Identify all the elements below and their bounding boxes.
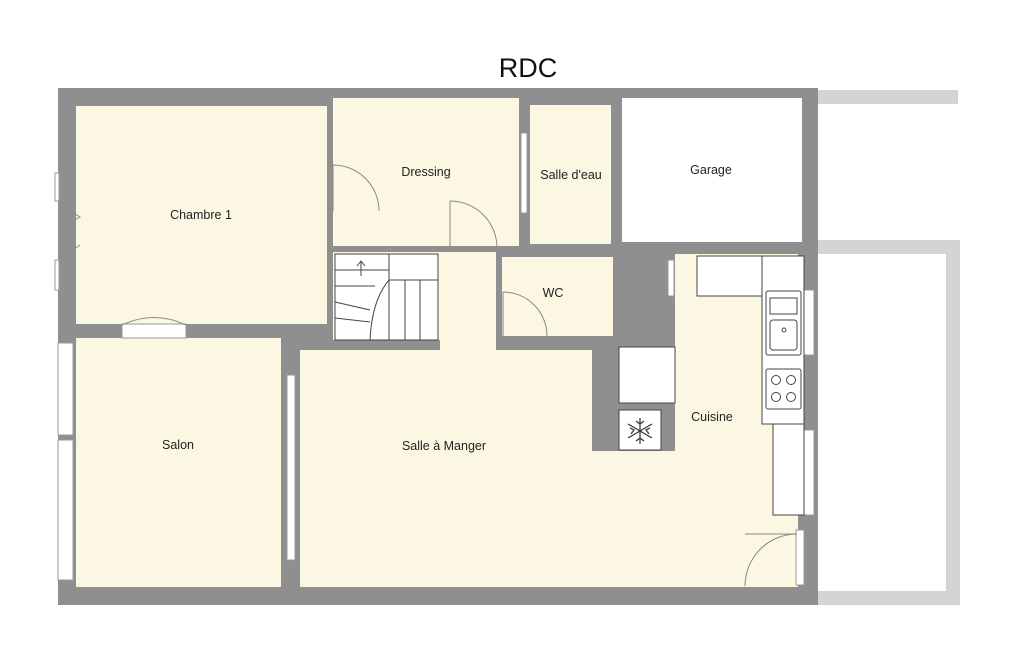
counter-top — [696, 255, 763, 297]
counter-right-lower — [772, 423, 805, 516]
windows — [54, 132, 815, 586]
window-cuisine-right-bottom — [803, 429, 815, 516]
window-salle-deau — [520, 132, 528, 214]
floor-wc — [502, 257, 613, 336]
label-salle-deau: Salle d'eau — [540, 168, 602, 182]
door-swings — [59, 164, 798, 587]
room-labels: Chambre 1 Dressing Salle d'eau Garage WC… — [162, 163, 733, 453]
floor-garage — [622, 98, 802, 242]
window-salon-bottom — [57, 439, 74, 581]
window-cuisine-left — [667, 259, 675, 297]
sink-icon — [765, 290, 802, 356]
door-salon-sam — [286, 374, 296, 561]
fridge — [618, 346, 676, 404]
label-dressing: Dressing — [401, 165, 450, 179]
snowflake-icon — [627, 418, 653, 444]
label-salon: Salon — [162, 438, 194, 452]
stairs-outline — [334, 253, 439, 341]
plan-title: RDC — [499, 53, 558, 83]
stairs-arrow — [356, 260, 366, 276]
label-wc: WC — [543, 286, 564, 300]
window-cuisine-right-top — [803, 289, 815, 356]
outdoor-walls — [808, 90, 960, 605]
floor-chambre1 — [76, 106, 327, 324]
floor-hall-strip — [440, 252, 496, 350]
floor-dressing — [333, 98, 519, 246]
staircase — [334, 253, 439, 341]
floor-salle-deau — [530, 105, 611, 244]
floor-salle-a-manger — [300, 350, 592, 587]
cooktop-icon — [765, 368, 802, 410]
window-chambre1-top — [54, 172, 60, 202]
label-salle-a-manger: Salle à Manger — [402, 439, 486, 453]
label-garage: Garage — [690, 163, 732, 177]
floor-cuisine-main — [592, 451, 798, 587]
label-cuisine: Cuisine — [691, 410, 733, 424]
label-chambre1: Chambre 1 — [170, 208, 232, 222]
floor-salon — [76, 338, 281, 587]
window-chambre1-bottom — [54, 259, 60, 291]
room-floors — [76, 98, 802, 587]
door-chambre-salon — [121, 323, 187, 339]
window-salon-top — [57, 342, 74, 436]
door-cuisine-exit — [795, 529, 805, 586]
counter-right — [761, 255, 805, 425]
